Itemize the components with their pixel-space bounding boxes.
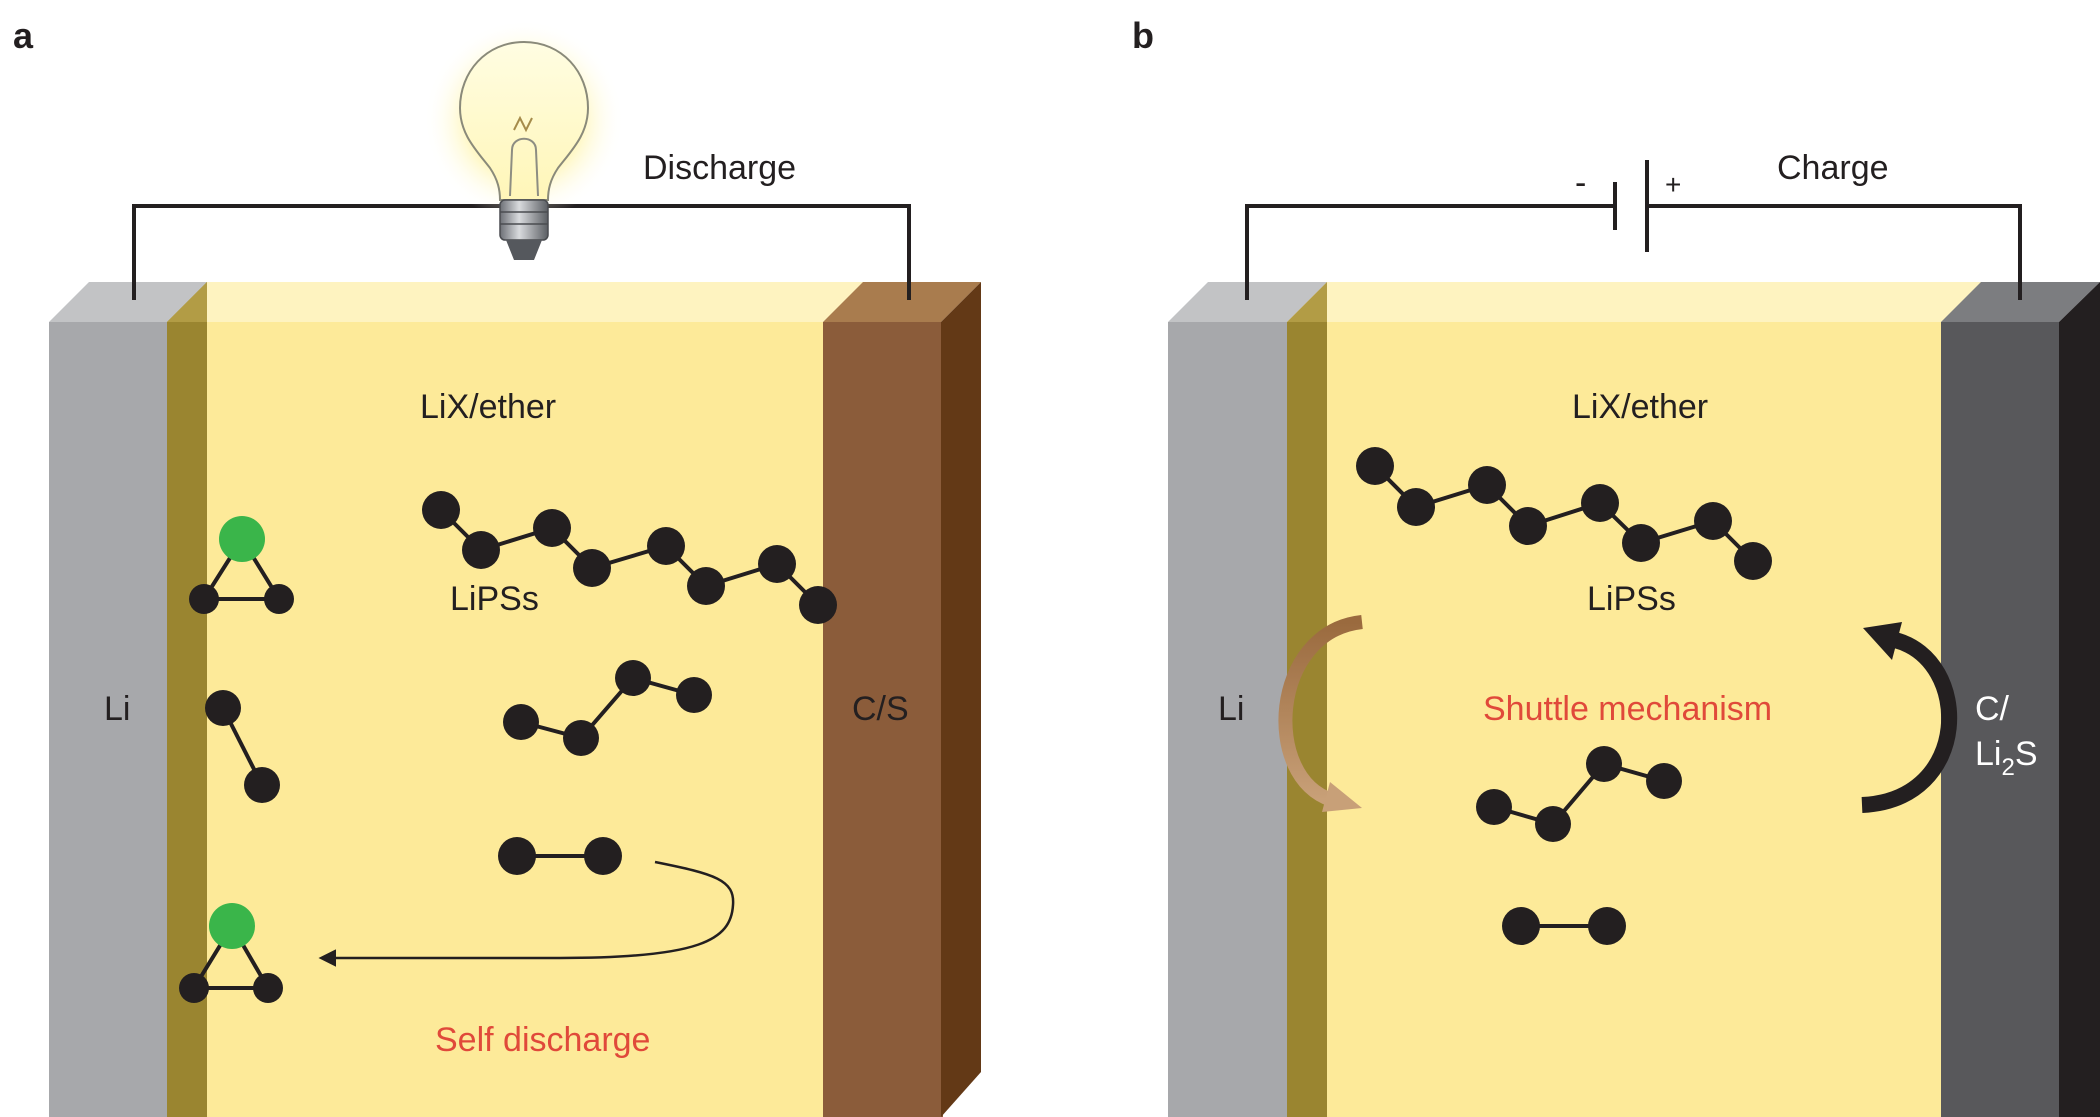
circuit-label-b: Charge — [1777, 149, 1889, 187]
battery-icon — [1613, 160, 1649, 252]
battery-plus-sign: + — [1665, 169, 1681, 200]
cathode-label-a: C/S — [852, 690, 909, 728]
cs-cathode-a — [823, 322, 943, 1117]
cathode-side-b — [2059, 282, 2100, 1117]
polysulfide-long-b — [1356, 447, 1772, 580]
light-bulb-icon — [424, 20, 624, 260]
shuttle-arrow-left — [1278, 615, 1364, 812]
panel-a-label: a — [13, 15, 34, 56]
lipss-label-a: LiPSs — [450, 580, 539, 618]
self-discharge-arrow — [318, 860, 735, 967]
cs-cathode-side-a — [941, 282, 981, 1117]
sulfur-dimer-near-anode — [205, 690, 280, 803]
electrolyte-label-a: LiX/ether — [420, 388, 556, 426]
cathode-label-b-line2: Li2S — [1975, 735, 2038, 781]
polysulfide-short-a — [503, 660, 712, 756]
sei-bevel-a — [167, 282, 207, 322]
li-anode-a — [49, 322, 169, 1117]
lipss-label-b: LiPSs — [1587, 580, 1676, 618]
panel-a: a Discharge LiX/ether LiPSs — [13, 15, 981, 1117]
panel-b: b - + Charge LiX/ether LiPSs Li Shuttle … — [1132, 15, 2100, 1117]
shuttle-arrow-right — [1861, 622, 1958, 813]
lithium-sulfide-triangle-bottom — [179, 903, 283, 1003]
li-anode-top-b — [1168, 282, 1327, 322]
polysulfide-dimer-b — [1502, 907, 1626, 945]
polysulfide-long-a — [422, 491, 837, 624]
cathode-top-b — [1941, 282, 2100, 322]
polysulfide-dimer-a — [498, 837, 622, 875]
cathode-b — [1941, 322, 2061, 1117]
polysulfide-short-b — [1476, 746, 1682, 842]
electrolyte-b — [1285, 322, 1945, 1117]
panel-b-label: b — [1132, 15, 1154, 56]
lithium-sulfide-triangle-top — [189, 516, 294, 614]
electrolyte-top-a — [165, 282, 865, 322]
anode-label-a: Li — [104, 690, 130, 728]
anode-label-b: Li — [1218, 690, 1244, 728]
circuit-wire-b-left — [1245, 204, 1615, 300]
sei-bevel-b — [1287, 282, 1327, 322]
electrolyte-label-b: LiX/ether — [1572, 388, 1708, 426]
sei-layer-b — [1287, 322, 1327, 1117]
cs-cathode-top-a — [823, 282, 981, 322]
cathode-label-b-line1: C/ — [1975, 690, 2010, 728]
circuit-wire-b-right — [1647, 204, 2022, 300]
li-anode-top-a — [49, 282, 207, 322]
li-anode-b — [1168, 322, 1288, 1117]
circuit-label-a: Discharge — [643, 149, 796, 187]
battery-minus-sign: - — [1575, 164, 1586, 202]
process-label-a: Self discharge — [435, 1021, 650, 1059]
process-label-b: Shuttle mechanism — [1483, 690, 1772, 728]
electrolyte-top-b — [1285, 282, 1982, 322]
